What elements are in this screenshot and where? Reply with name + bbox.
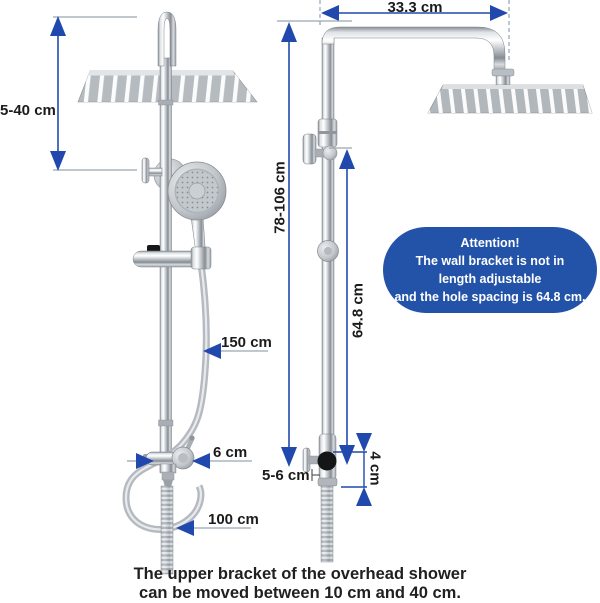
left-overhead-shower-head: [77, 70, 258, 103]
arrow-left-icon: [321, 5, 339, 21]
attention-line: Attention!: [460, 236, 520, 250]
slider-bracket: [132, 245, 212, 270]
wall-bracket: [302, 133, 338, 165]
dim-hand-hose-length: [203, 343, 268, 359]
dim-hole-spacing: [329, 147, 355, 465]
label-head-height-range: 5-40 cm: [0, 102, 56, 119]
dim-outlet-gap: [333, 433, 372, 506]
arrow-down-icon: [50, 151, 66, 171]
diverter-lever: [141, 157, 163, 184]
caption-line: The upper bracket of the overhead shower: [133, 565, 467, 583]
arrow-right-icon: [136, 453, 154, 469]
dim-valve-depth: [127, 453, 252, 469]
right-overhead-shower-head: [427, 84, 593, 114]
dim-pole-height-range: [277, 20, 352, 467]
attention-line: and the hole spacing is 64.8 cm.: [394, 290, 586, 304]
caption: The upper bracket of the overhead shower…: [0, 565, 600, 603]
arrow-up-icon: [339, 149, 355, 169]
upper-slider-joint: [317, 118, 338, 148]
dim-head-height-range: [50, 16, 137, 171]
right-lower-hose: [320, 485, 334, 563]
diverter-knob: [317, 240, 339, 262]
caption-line: can be moved between 10 cm and 40 cm.: [139, 584, 461, 602]
head-connector-nut: [491, 68, 515, 86]
label-lower-hose-length: 100 cm: [208, 511, 259, 528]
label-outlet-gap: 4 cm: [366, 451, 384, 486]
arrow-down-icon: [356, 433, 372, 452]
left-shower-unit: [77, 11, 258, 575]
label-bracket-depth: 5-6 cm: [262, 467, 310, 484]
attention-line: length adjustable: [438, 272, 542, 286]
arrow-up-icon: [50, 16, 66, 36]
arrow-right-icon: [490, 5, 508, 21]
label-arm-length: 33.3 cm: [387, 0, 443, 16]
dim-bracket-depth-tick: [311, 469, 320, 481]
label-hole-spacing: 64.8 cm: [349, 282, 367, 339]
hand-shower: [167, 161, 227, 261]
arrow-left-icon: [203, 343, 221, 359]
overhead-arm-pipe: [321, 26, 506, 72]
lower-bracket: [302, 433, 338, 487]
dim-arm-length: [319, 0, 510, 60]
label-pole-height-range: 78-106 cm: [271, 161, 289, 234]
gooseneck-pipe: [157, 11, 177, 67]
attention-box: Attention! The wall bracket is not in le…: [383, 227, 597, 313]
dim-lower-hose-length: [176, 520, 251, 536]
dimension-graphics: [50, 0, 510, 536]
arrow-up-icon: [281, 22, 297, 42]
left-lower-hose: [160, 485, 174, 575]
label-hand-hose-length: 150 cm: [221, 334, 272, 351]
label-valve-depth: 6 cm: [213, 444, 248, 461]
arrow-down-icon: [281, 447, 297, 467]
arrow-up-icon: [356, 487, 372, 506]
arrow-left-icon: [176, 520, 194, 536]
attention-line: The wall bracket is not in: [415, 254, 565, 268]
arrow-left-icon: [192, 453, 210, 469]
arrow-down-icon: [339, 445, 355, 465]
mixer-valve: [143, 435, 195, 487]
